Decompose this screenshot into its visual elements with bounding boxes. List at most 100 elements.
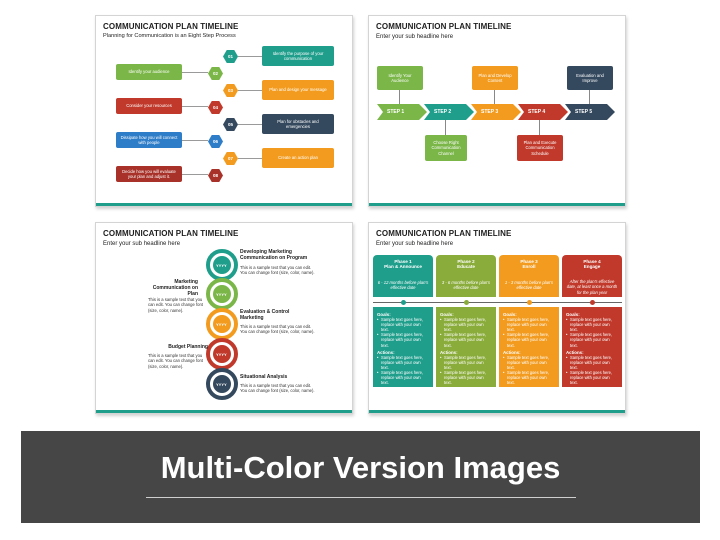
phase-header: Phase 1 Plan & Announce [373, 255, 433, 277]
banner-underline [145, 497, 576, 498]
phase-number: Phase 2 [457, 259, 475, 264]
phase-body: Goals: Sample text goes here, replace wi… [499, 307, 559, 387]
goals-label: Goals: [377, 312, 391, 317]
goals-label: Goals: [440, 312, 454, 317]
year-label: YYYY [216, 382, 227, 387]
timeline-text: This is a sample text that you can edit.… [148, 353, 203, 369]
phase-timing: 6 - 12 months before plan's effective da… [373, 277, 433, 297]
slide-subtitle: Enter your sub headline here [103, 241, 181, 247]
bullet-item: Sample text goes here, replace with your… [440, 355, 492, 370]
phase-body: Goals: Sample text goes here, replace wi… [562, 307, 622, 387]
bullet-item: Sample text goes here, replace with your… [566, 370, 618, 385]
bullet-item: Sample text goes here, replace with your… [440, 370, 492, 385]
goals-label: Goals: [566, 312, 580, 317]
phase-number: Phase 4 [583, 259, 601, 264]
slide-thumbnail-2[interactable]: COMMUNICATION PLAN TIMELINE Enter your s… [368, 15, 626, 207]
bullet-item: Sample text goes here, replace with your… [566, 317, 618, 332]
slide-accent-bar [96, 410, 352, 413]
actions-label: Actions: [566, 349, 584, 355]
connector-line [238, 90, 262, 91]
milestone-box-top: Evaluation and Improve [567, 66, 613, 90]
slide-title: COMMUNICATION PLAN TIMELINE [103, 229, 239, 238]
timeline-line [373, 302, 622, 303]
slide-subtitle: Enter your sub headline here [376, 34, 454, 40]
step-box-right: Plan for obstacles and emergencies [262, 114, 334, 134]
step-arrow-3 [471, 104, 521, 120]
connector-line [238, 124, 262, 125]
slide-thumbnail-4[interactable]: COMMUNICATION PLAN TIMELINE Enter your s… [368, 222, 626, 414]
timeline-dot [401, 300, 406, 305]
step-box-left: Consider your resources [116, 98, 182, 114]
bullet-item: Sample text goes here, replace with your… [377, 370, 429, 385]
phase-body: Goals: Sample text goes here, replace wi… [436, 307, 496, 387]
phase-timing: After the plan's effective date, at leas… [562, 277, 622, 297]
timeline-heading: Marketing Communication on Plan [152, 279, 198, 297]
step-arrow-5 [565, 104, 615, 120]
bullet-item: Sample text goes here, replace with your… [566, 355, 618, 370]
step-arrow-2 [424, 104, 474, 120]
connector-line [182, 174, 208, 175]
timeline-dot [590, 300, 595, 305]
slide-accent-bar [96, 203, 352, 206]
connector-line [182, 106, 208, 107]
bullet-item: Sample text goes here, replace with your… [440, 332, 492, 347]
milestone-box-bottom: Plan and Execute Communication Schedule [517, 135, 563, 161]
phase-header: Phase 4 Engage [562, 255, 622, 277]
step-label: STEP 5 [575, 109, 593, 115]
bullet-item: Sample text goes here, replace with your… [503, 332, 555, 347]
connector-line [182, 72, 208, 73]
multi-color-banner: Multi-Color Version Images [21, 431, 700, 523]
step-number-badge: 04 [208, 101, 223, 114]
phase-timing: 3 - 6 months before plan's effective dat… [436, 277, 496, 297]
phase-name: Engage [583, 264, 601, 269]
timeline-text: This is a sample text that you can edit.… [148, 297, 203, 313]
step-box-right: Plan and design your message [262, 80, 334, 100]
bullet-item: Sample text goes here, replace with your… [503, 317, 555, 332]
slide-thumbnail-3[interactable]: COMMUNICATION PLAN TIMELINE Enter your s… [95, 222, 353, 414]
timeline-heading: Situational Analysis [240, 374, 288, 380]
step-box-left: Decide how you will evaluate your plan a… [116, 166, 182, 182]
year-label: YYYY [216, 352, 227, 357]
milestone-box-top: Plan and Develop Content [472, 66, 518, 90]
actions-label: Actions: [377, 349, 395, 355]
step-box-right: Identify the purpose of your communicati… [262, 46, 334, 66]
milestone-box-bottom: Choose Right Communication Channel [425, 135, 467, 161]
connector-line [182, 140, 208, 141]
connector-line [445, 119, 446, 135]
step-arrow-1 [377, 104, 427, 120]
year-label: YYYY [216, 322, 227, 327]
slide-title: COMMUNICATION PLAN TIMELINE [103, 22, 239, 31]
actions-label: Actions: [503, 349, 521, 355]
step-label: STEP 4 [528, 109, 546, 115]
bullet-item: Sample text goes here, replace with your… [503, 370, 555, 385]
slide-accent-bar [369, 410, 625, 413]
slide-title: COMMUNICATION PLAN TIMELINE [376, 22, 512, 31]
connector-line [494, 90, 495, 106]
step-box-right: Create an action plan [262, 148, 334, 168]
connector-line [238, 56, 262, 57]
connector-line [399, 90, 400, 106]
bullet-item: Sample text goes here, replace with your… [566, 332, 618, 347]
timeline-dot [527, 300, 532, 305]
step-number-badge: 01 [223, 50, 238, 63]
connector-line [539, 119, 540, 135]
phase-body: Goals: Sample text goes here, replace wi… [373, 307, 433, 387]
step-number-badge: 03 [223, 84, 238, 97]
actions-label: Actions: [440, 349, 458, 355]
connector-line [238, 158, 262, 159]
bullet-item: Sample text goes here, replace with your… [503, 355, 555, 370]
step-number-badge: 02 [208, 67, 223, 80]
step-label: STEP 3 [481, 109, 499, 115]
step-arrow-row [377, 104, 615, 120]
step-number-badge: 08 [208, 169, 223, 182]
phase-number: Phase 1 [394, 259, 412, 264]
timeline-heading: Budget Planning [168, 344, 208, 350]
phase-timing: 1 - 3 months before plan's effective dat… [499, 277, 559, 297]
slide-thumbnail-1[interactable]: COMMUNICATION PLAN TIMELINE Planning for… [95, 15, 353, 207]
bullet-item: Sample text goes here, replace with your… [377, 332, 429, 347]
step-number-badge: 07 [223, 152, 238, 165]
timeline-text: This is a sample text that you can edit.… [240, 324, 315, 335]
slide-subtitle: Planning for Communication is an Eight S… [103, 33, 236, 39]
phase-header: Phase 2 Educate [436, 255, 496, 277]
